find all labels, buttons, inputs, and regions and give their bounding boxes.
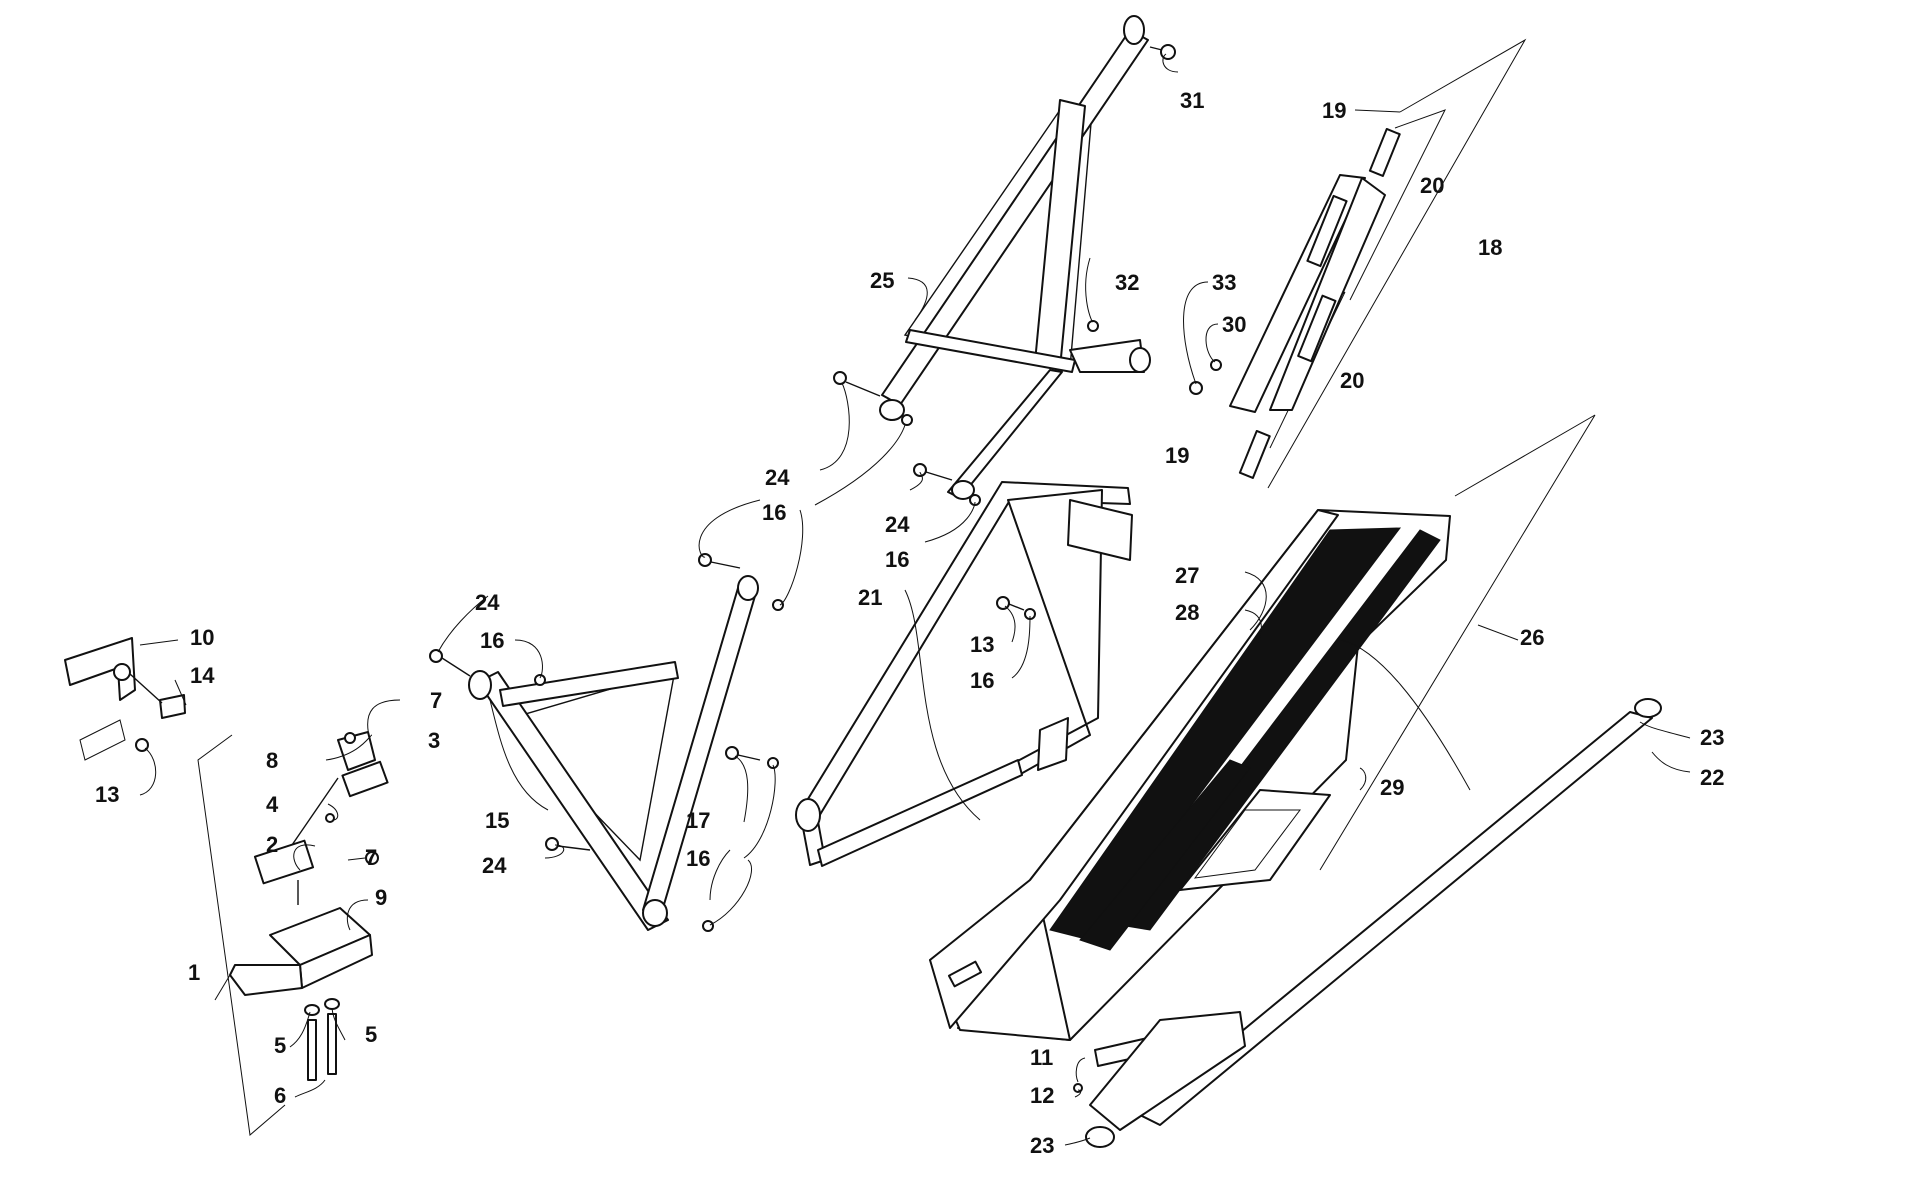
callout-label: 11 — [1030, 1045, 1053, 1070]
callout-label: 25 — [870, 268, 894, 293]
assembly-bracket-18 — [1267, 38, 1527, 489]
strike-bracket — [64, 637, 186, 761]
callout-label: 14 — [190, 663, 215, 688]
callout-label: 1 — [188, 960, 200, 985]
callout-label: 22 — [1700, 765, 1724, 790]
assembly-bracket-20-upper — [1349, 109, 1447, 301]
callout-label: 10 — [190, 625, 214, 650]
callout-label: 5 — [274, 1033, 286, 1058]
callout-label: 20 — [1340, 368, 1364, 393]
callout-label: 23 — [1030, 1133, 1054, 1158]
callout-label: 26 — [1520, 625, 1544, 650]
hardware — [429, 44, 1222, 1093]
callout-label: 21 — [858, 585, 882, 610]
callout-label: 7 — [430, 688, 442, 713]
callout-label: 18 — [1478, 235, 1502, 260]
long-rail — [1085, 698, 1662, 1148]
callout-label: 19 — [1165, 443, 1189, 468]
callout-label: 24 — [475, 590, 500, 615]
callout-label: 16 — [686, 846, 710, 871]
assembly-bracket-26 — [1319, 414, 1596, 871]
callout-label: 32 — [1115, 270, 1139, 295]
door-panel — [929, 509, 1451, 1041]
callout-label: 31 — [1180, 88, 1204, 113]
callout-label: 8 — [266, 748, 278, 773]
callout-label: 4 — [266, 792, 279, 817]
callout-label: 23 — [1700, 725, 1724, 750]
callout-label: 9 — [375, 885, 387, 910]
callout-label: 24 — [765, 465, 790, 490]
callout-label: 6 — [274, 1083, 286, 1108]
tube-frame — [795, 481, 1133, 867]
callout-label: 16 — [970, 668, 994, 693]
callout-label: 20 — [1420, 173, 1444, 198]
latch-assembly — [229, 731, 389, 1081]
callout-label: 27 — [1175, 563, 1199, 588]
callout-label: 5 — [365, 1022, 377, 1047]
door-strip — [1229, 127, 1401, 479]
callout-label: 13 — [95, 782, 119, 807]
leader-lines — [139, 53, 1691, 1146]
callout-label: 33 — [1212, 270, 1236, 295]
upper-mesh-frame — [879, 15, 1151, 500]
assembly-bracket-1 — [197, 734, 286, 1136]
callout-labels: 31 19 20 18 25 32 33 30 20 19 24 16 24 1… — [95, 88, 1724, 1158]
callout-label: 17 — [686, 808, 710, 833]
callout-label: 2 — [266, 832, 278, 857]
callout-label: 16 — [885, 547, 909, 572]
callout-label: 30 — [1222, 312, 1246, 337]
callout-label: 29 — [1380, 775, 1404, 800]
callout-label: 16 — [762, 500, 786, 525]
callout-label: 12 — [1030, 1083, 1054, 1108]
callout-label: 19 — [1322, 98, 1346, 123]
callout-label: 24 — [885, 512, 910, 537]
callout-label: 7 — [365, 845, 377, 870]
callout-label: 28 — [1175, 600, 1199, 625]
callout-label: 13 — [970, 632, 994, 657]
lower-mesh-frame — [468, 575, 759, 931]
callout-label: 15 — [485, 808, 509, 833]
callout-label: 16 — [480, 628, 504, 653]
callout-label: 24 — [482, 853, 507, 878]
callout-label: 3 — [428, 728, 440, 753]
